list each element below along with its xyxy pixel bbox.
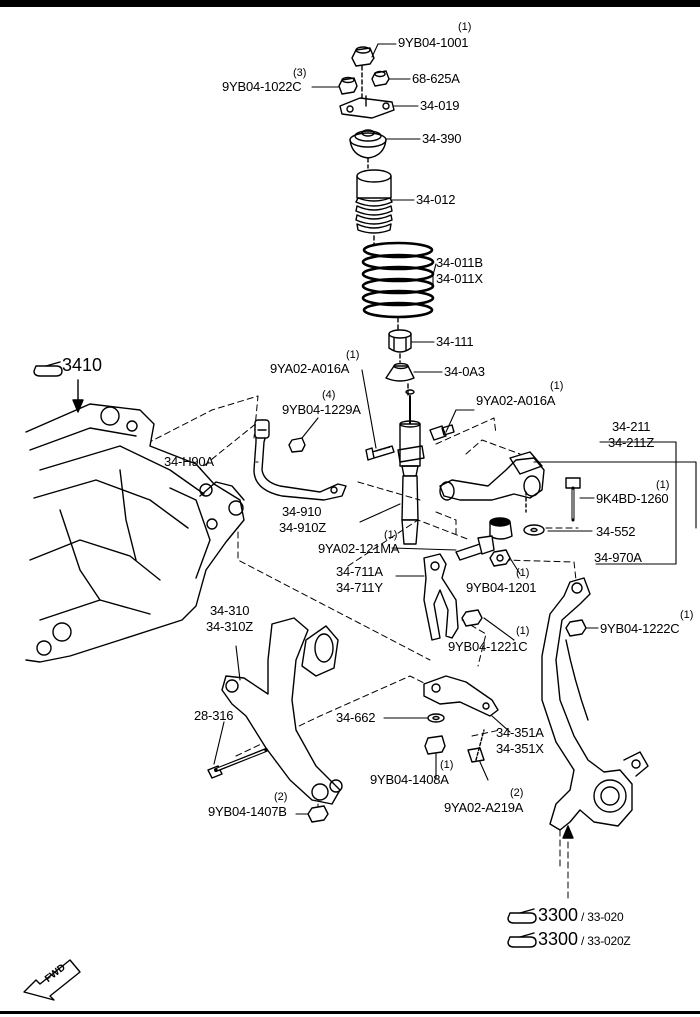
bolt-9K4BD-1260-drawing xyxy=(565,477,581,522)
bolt-9YA02-A016A-right-drawing xyxy=(429,424,455,441)
fork-34-711A-drawing xyxy=(423,553,459,641)
bolt-28-316-drawing xyxy=(207,748,268,779)
part-label-9YB04-1221C[interactable]: 9YB04-1221C xyxy=(448,639,528,654)
nut-9YB04-1001-drawing xyxy=(351,46,375,67)
plate-34-019-drawing xyxy=(339,95,395,119)
part-label-34-111[interactable]: 34-111 xyxy=(436,334,474,349)
part-label-34-012[interactable]: 34-012 xyxy=(416,192,456,207)
steering-knuckle-drawing xyxy=(541,577,649,831)
washer-34-552-drawing xyxy=(523,524,545,536)
shock-absorber-34-910-drawing xyxy=(397,389,425,545)
seat-34-0A3-drawing xyxy=(385,362,415,382)
part-label-34-711A[interactable]: 34-711A xyxy=(336,564,383,579)
pointer-hand-icon xyxy=(33,361,63,377)
ref-33-020[interactable]: / 33-020 xyxy=(581,910,624,924)
nut-9YB04-1221C-drawing xyxy=(461,609,483,627)
qty-9YB04-1222C: (1) xyxy=(680,609,694,621)
part-label-34-552[interactable]: 34-552 xyxy=(596,524,636,539)
ref-3410-arrowhead xyxy=(72,399,84,413)
bottom-border-bar xyxy=(0,1011,700,1014)
qty-9YB04-1408A: (1) xyxy=(440,759,454,771)
leader-lines xyxy=(213,43,697,815)
part-label-9YA02-A016A-right[interactable]: 9YA02-A016A xyxy=(476,393,556,408)
part-label-9YB04-1408A[interactable]: 9YB04-1408A xyxy=(370,772,449,787)
bolt-9YA02-121MA-drawing xyxy=(455,535,495,561)
part-label-34-390[interactable]: 34-390 xyxy=(422,131,462,146)
qty-9YA02-A016A-left: (1) xyxy=(346,349,360,361)
part-label-9YB04-1201[interactable]: 9YB04-1201 xyxy=(466,580,537,595)
part-label-9YB04-1407B[interactable]: 9YB04-1407B xyxy=(208,804,287,819)
nut-9YB04-1222C-drawing xyxy=(565,619,587,637)
qty-9YB04-1221C: (1) xyxy=(516,625,530,637)
part-label-34-011B[interactable]: 34-011B xyxy=(436,255,483,270)
part-label-34-H90A[interactable]: 34-H90A xyxy=(164,454,214,469)
part-label-34-011X[interactable]: 34-011X xyxy=(436,271,483,286)
nut-9YB04-1201-drawing xyxy=(489,549,511,567)
mount-34-390-drawing xyxy=(349,129,387,159)
bushing-34-970A-drawing xyxy=(489,517,513,540)
ref-3300-knuckle-z[interactable]: 3300 xyxy=(538,929,579,949)
part-label-34-910Z[interactable]: 34-910Z xyxy=(279,520,327,535)
part-label-34-711Y[interactable]: 34-711Y xyxy=(336,580,383,595)
boot-34-012-drawing xyxy=(355,169,393,234)
part-label-34-0A3[interactable]: 34-0A3 xyxy=(444,364,485,379)
bolt-9YA02-A016A-left-drawing xyxy=(365,445,395,461)
subframe-drawing xyxy=(25,403,245,663)
ref-3300-knuckle[interactable]: 3300 xyxy=(538,905,579,925)
pointer-hand-icon xyxy=(507,908,537,924)
nut-68-625A-drawing xyxy=(371,70,390,87)
part-label-9YA02-A219A[interactable]: 9YA02-A219A xyxy=(444,800,524,815)
part-label-34-662[interactable]: 34-662 xyxy=(336,710,376,725)
nut-9YB04-1229A-drawing xyxy=(288,437,306,453)
qty-9YB04-1201: (1) xyxy=(516,567,530,579)
part-label-34-310[interactable]: 34-310 xyxy=(210,603,250,618)
nut-9YB04-1408A-drawing xyxy=(424,735,446,755)
part-label-34-351X[interactable]: 34-351X xyxy=(496,741,544,756)
part-label-34-211[interactable]: 34-211 xyxy=(612,419,651,434)
nut-9YB04-1407B-drawing xyxy=(307,805,329,823)
qty-9YB04-1022C: (3) xyxy=(293,67,307,79)
qty-9YA02-121MA: (1) xyxy=(384,529,398,541)
pointer-hand-icon xyxy=(507,932,537,948)
qty-9YA02-A219A: (2) xyxy=(510,787,524,799)
nut-9YB04-1022C-drawing xyxy=(338,76,358,95)
part-label-34-970A[interactable]: 34-970A xyxy=(594,550,642,565)
lower-arm-34-310-drawing xyxy=(221,617,343,805)
part-label-9YA02-121MA[interactable]: 9YA02-121MA xyxy=(318,541,400,556)
bolt-9YA02-A219A-drawing xyxy=(467,729,485,763)
coil-spring-34-011B-drawing xyxy=(361,241,435,319)
part-label-34-019[interactable]: 34-019 xyxy=(420,98,460,113)
part-label-9YB04-1222C[interactable]: 9YB04-1222C xyxy=(600,621,680,636)
part-label-28-316[interactable]: 28-316 xyxy=(194,708,234,723)
ref-3300-arrowhead xyxy=(562,825,574,839)
qty-9YB04-1001: (1) xyxy=(458,21,472,33)
part-label-9K4BD-1260[interactable]: 9K4BD-1260 xyxy=(596,491,669,506)
ref-33-020Z[interactable]: / 33-020Z xyxy=(581,934,631,948)
bracket-34-351A-drawing xyxy=(423,675,499,717)
qty-9YA02-A016A-right: (1) xyxy=(550,380,564,392)
part-label-9YB04-1229A[interactable]: 9YB04-1229A xyxy=(282,402,361,417)
part-label-68-625A[interactable]: 68-625A xyxy=(412,71,460,86)
fwd-arrow-icon xyxy=(23,959,81,1001)
upper-arm-34-211-drawing xyxy=(439,451,545,513)
part-label-34-310Z[interactable]: 34-310Z xyxy=(206,619,254,634)
washer-34-662-drawing xyxy=(427,713,445,723)
ref-3410[interactable]: 3410 xyxy=(62,355,103,375)
qty-9YB04-1229A: (4) xyxy=(322,389,336,401)
part-label-9YA02-A016A-left[interactable]: 9YA02-A016A xyxy=(270,361,350,376)
qty-9YB04-1407B: (2) xyxy=(274,791,288,803)
qty-9K4BD-1260: (1) xyxy=(656,479,670,491)
part-label-34-351A[interactable]: 34-351A xyxy=(496,725,544,740)
part-label-9YB04-1001[interactable]: 9YB04-1001 xyxy=(398,35,469,50)
top-border-bar xyxy=(0,0,700,7)
part-label-9YB04-1022C[interactable]: 9YB04-1022C xyxy=(222,79,302,94)
part-label-34-910[interactable]: 34-910 xyxy=(282,504,322,519)
seat-34-111-drawing xyxy=(388,329,412,353)
stabilizer-bar-34-H90A-drawing xyxy=(253,419,347,501)
part-label-34-211Z[interactable]: 34-211Z xyxy=(608,435,655,450)
